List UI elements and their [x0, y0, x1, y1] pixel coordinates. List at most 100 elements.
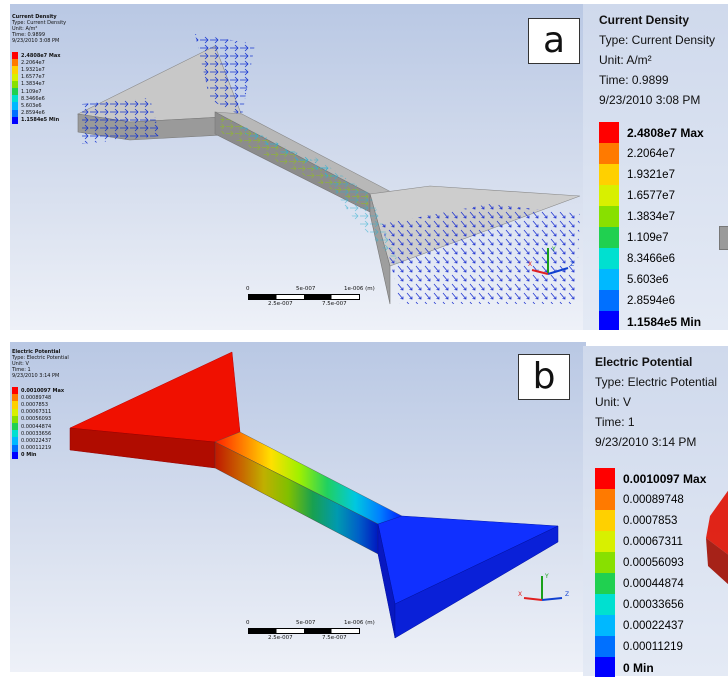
- scale-tick-label: 2.5e-007: [268, 301, 293, 307]
- legend-swatch: [599, 311, 619, 330]
- legend-row: 1.3834e7: [599, 206, 704, 227]
- legend-value: 0.00011219: [21, 445, 52, 452]
- legend-value: 1.109e7: [21, 88, 42, 95]
- legend-date: 9/23/2010 3:08 PM: [599, 93, 701, 107]
- legend-swatch: [595, 531, 615, 552]
- legend-row: 0.00011219: [595, 636, 706, 657]
- legend-value: 0 Min: [623, 660, 654, 675]
- legend-small-title: Current Density: [12, 14, 57, 20]
- legend-small-row: 0 Min: [12, 451, 102, 459]
- triad-z-label: Z: [570, 261, 574, 268]
- legend-swatch: [595, 489, 615, 510]
- legend-value: 1.9321e7: [21, 66, 45, 73]
- legend-swatch: [599, 248, 619, 269]
- legend-swatch: [595, 573, 615, 594]
- legend-swatch: [12, 415, 18, 423]
- legend-small-row: 1.1584e5 Min: [12, 116, 102, 124]
- legend-color-scale-b: 0.0010097 Max 0.00089748 0.0007853 0.000…: [595, 468, 706, 677]
- legend-row: 8.3466e6: [599, 248, 704, 269]
- legend-value: 0.00056093: [21, 416, 52, 423]
- legend-value: 1.3834e7: [627, 210, 675, 223]
- legend-swatch: [599, 185, 619, 206]
- legend-row: 0.00067311: [595, 531, 706, 552]
- legend-large-b: Electric Potential Type: Electric Potent…: [595, 352, 725, 452]
- triad-y-label: Y: [544, 573, 549, 580]
- legend-small-row: 0.0010097 Max: [12, 387, 102, 395]
- legend-value: 2.2064e7: [627, 147, 675, 160]
- axis-triad-b: X Y Z: [512, 570, 576, 614]
- legend-row: 0.0010097 Max: [595, 468, 706, 489]
- legend-small-time: Time: 1: [12, 367, 31, 373]
- electric-potential-model: [69, 351, 559, 639]
- legend-type: Type: Electric Potential: [595, 375, 718, 389]
- scale-tick-label: 0: [246, 620, 250, 626]
- legend-swatch: [12, 422, 18, 431]
- legend-value: 0 Min: [21, 452, 37, 459]
- legend-row: 0.00056093: [595, 552, 706, 573]
- legend-small-row: 8.3466e6: [12, 95, 102, 103]
- triad-x-label: X: [528, 261, 532, 268]
- legend-swatch: [595, 594, 615, 615]
- panel-a: Current Density Type: Current Density Un…: [10, 4, 728, 330]
- legend-swatch: [12, 394, 18, 402]
- legend-row: 0.0007853: [595, 510, 706, 531]
- legend-swatch: [595, 468, 615, 489]
- legend-value: 0.00022437: [21, 437, 52, 444]
- legend-value: 0.0010097 Max: [21, 387, 65, 394]
- scale-tick-label: 1e-006 (m): [344, 286, 375, 292]
- legend-title: Electric Potential: [595, 355, 693, 369]
- legend-small-row: 0.00022437: [12, 437, 102, 445]
- legend-row: 5.603e6: [599, 269, 704, 290]
- legend-swatch: [12, 80, 18, 88]
- scale-tick-label: 7.5e-007: [322, 635, 347, 641]
- legend-large-a: Current Density Type: Current Density Un…: [599, 10, 728, 110]
- legend-small-row: 1.109e7: [12, 87, 102, 96]
- legend-small-row: 0.00056093: [12, 415, 102, 423]
- legend-value: 1.9321e7: [627, 168, 675, 181]
- legend-value: 1.6577e7: [21, 74, 45, 81]
- legend-value: 2.2064e7: [21, 59, 45, 66]
- legend-small-row: 2.8594e6: [12, 109, 102, 117]
- legend-swatch: [12, 95, 18, 103]
- legend-swatch: [599, 227, 619, 248]
- legend-small-row: 0.00033656: [12, 430, 102, 438]
- scale-bar-b: 0 5e-007 1e-006 (m) 2.5e-007 7.5e-007: [246, 620, 376, 650]
- viewport-a[interactable]: Current Density Type: Current Density Un…: [10, 4, 586, 330]
- axis-triad-a: X Y Z: [518, 242, 578, 286]
- legend-value: 1.3834e7: [21, 81, 45, 88]
- legend-value: 1.109e7: [627, 231, 669, 244]
- legend-row: 1.109e7: [599, 227, 704, 248]
- legend-zoom-b: Electric Potential Type: Electric Potent…: [583, 346, 728, 677]
- legend-value: 2.8594e6: [627, 294, 675, 307]
- legend-swatch: [12, 451, 18, 459]
- legend-swatch: [12, 116, 18, 124]
- legend-swatch: [599, 206, 619, 227]
- scale-tick-label: 5e-007: [296, 620, 316, 626]
- legend-value: 0.0010097 Max: [623, 471, 707, 486]
- legend-swatch: [595, 552, 615, 573]
- legend-value: 8.3466e6: [627, 252, 675, 265]
- panel-label-a: a: [528, 18, 580, 64]
- legend-row: 0 Min: [595, 657, 706, 677]
- legend-swatch: [595, 657, 615, 677]
- legend-small-row: 5.603e6: [12, 102, 102, 110]
- legend-value: 1.6577e7: [627, 189, 675, 202]
- legend-swatch: [12, 408, 18, 416]
- legend-zoom-a: Current Density Type: Current Density Un…: [583, 4, 728, 330]
- legend-value: 0.00067311: [21, 409, 52, 416]
- legend-small-row: 1.6577e7: [12, 73, 102, 81]
- legend-swatch: [12, 430, 18, 438]
- legend-value: 0.00056093: [623, 556, 684, 569]
- legend-value: 0.00011219: [623, 640, 683, 653]
- viewport-b[interactable]: Electric Potential Type: Electric Potent…: [10, 342, 586, 672]
- legend-small-time: Time: 0.9899: [12, 32, 46, 38]
- zoom-model-fragment-b: [706, 490, 728, 585]
- scale-tick-label: 5e-007: [296, 286, 316, 292]
- legend-small-row: 2.2064e7: [12, 59, 102, 67]
- legend-swatch: [599, 143, 619, 164]
- legend-row: 0.00033656: [595, 594, 706, 615]
- legend-color-scale-a: 2.4808e7 Max 2.2064e7 1.9321e7 1.6577e7 …: [599, 122, 704, 330]
- legend-unit: Unit: V: [595, 395, 632, 409]
- legend-small-date: 9/23/2010 3:08 PM: [12, 38, 60, 44]
- legend-row: 0.00022437: [595, 615, 706, 636]
